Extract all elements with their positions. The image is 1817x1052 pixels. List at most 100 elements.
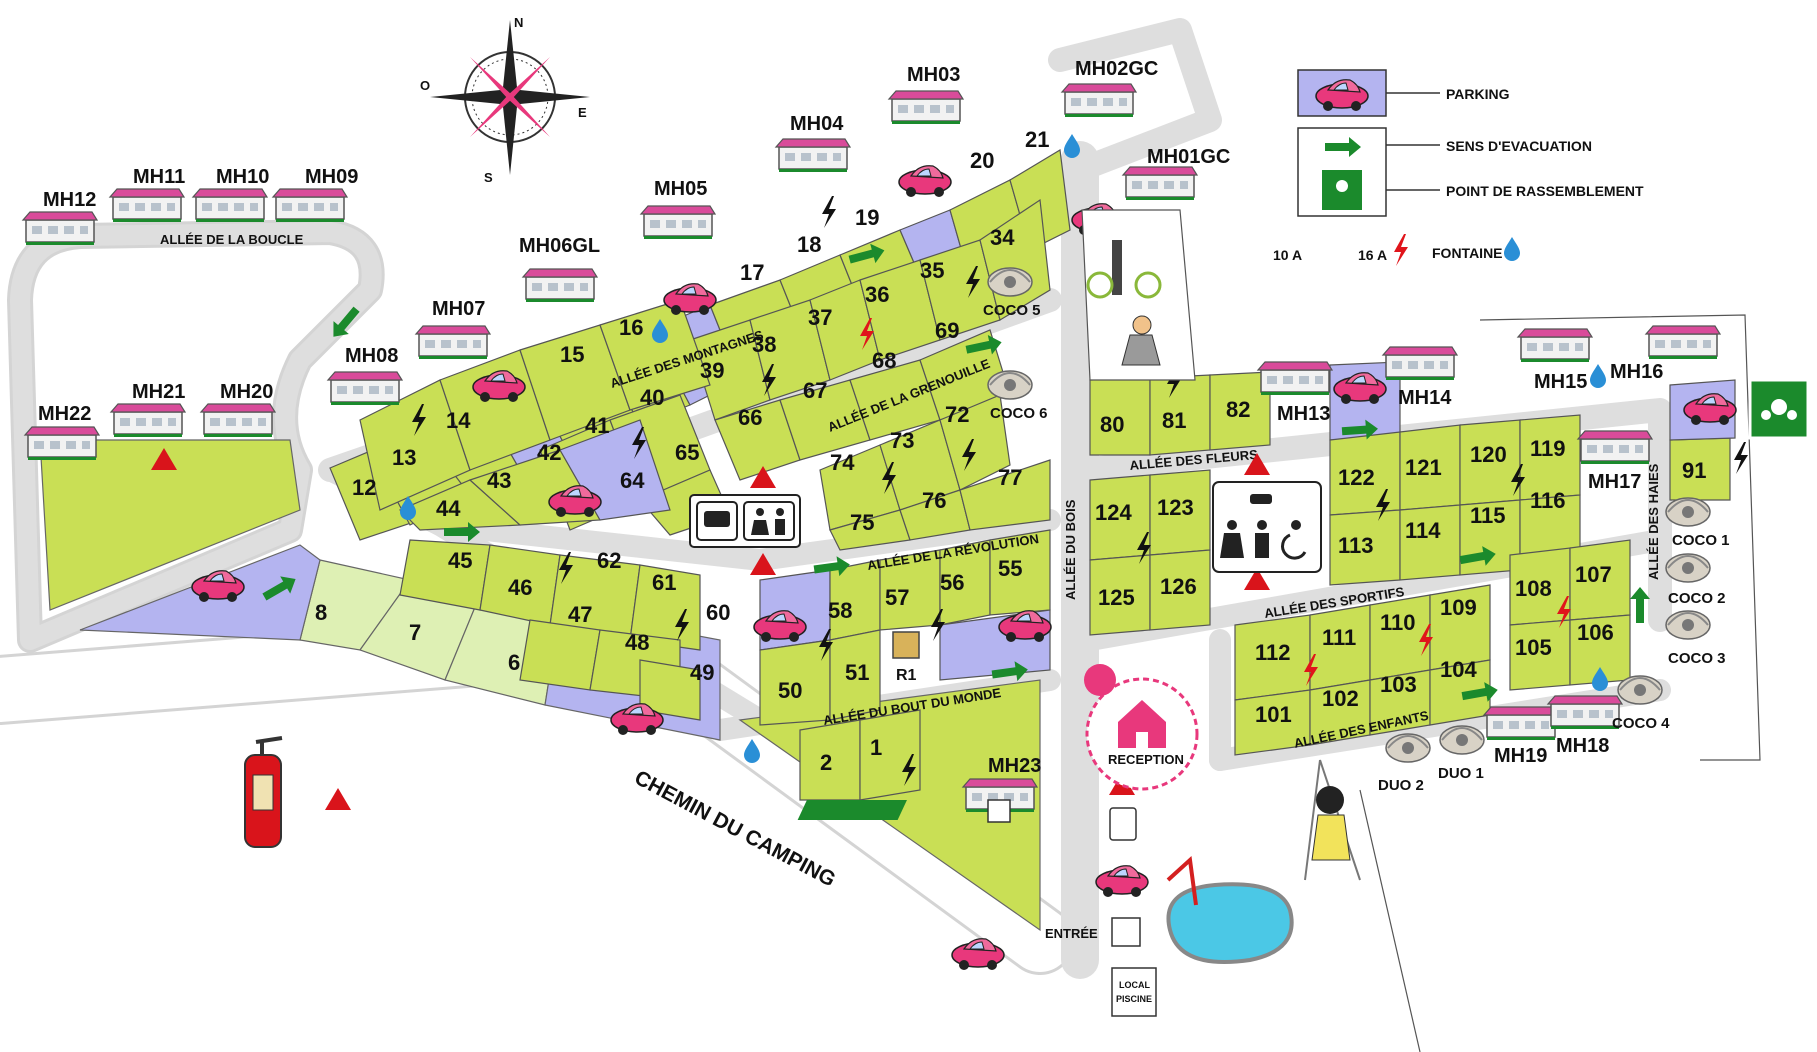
coco2-label: COCO 2 xyxy=(1668,590,1726,607)
coco-pod-icon xyxy=(1665,497,1711,527)
mh16-label: MH16 xyxy=(1610,361,1663,383)
mobile-home-icon xyxy=(888,90,964,125)
plot-42: 42 xyxy=(537,440,561,465)
plot-123: 123 xyxy=(1157,495,1194,520)
plot-1: 1 xyxy=(870,735,882,760)
plot-40: 40 xyxy=(640,385,664,410)
plot-21: 21 xyxy=(1025,127,1049,152)
entree-label: ENTRÉE xyxy=(1045,926,1098,941)
coco4-label: COCO 4 xyxy=(1612,715,1670,732)
mh05-label: MH05 xyxy=(654,178,707,200)
road-label-bois: ALLÉE DU BOIS xyxy=(1063,499,1078,600)
plot-112: 112 xyxy=(1255,640,1291,665)
plot-113: 113 xyxy=(1338,533,1374,558)
plot-110: 110 xyxy=(1380,610,1416,635)
car-icon xyxy=(898,164,952,198)
plot-12: 12 xyxy=(352,475,376,500)
plot-58: 58 xyxy=(828,598,852,623)
mh12-label: MH12 xyxy=(43,189,96,211)
reception-building: RECEPTION xyxy=(1084,664,1199,791)
coco3-label: COCO 3 xyxy=(1668,650,1726,667)
legend-parking-label: PARKING xyxy=(1446,86,1510,102)
compass-n: N xyxy=(514,15,523,30)
mobile-home-icon xyxy=(200,403,276,438)
mobile-home-icon xyxy=(272,188,348,223)
mobile-home-icon xyxy=(522,268,598,303)
plot-103: 103 xyxy=(1380,672,1417,697)
fitness-area xyxy=(1081,209,1196,381)
mh11-label: MH11 xyxy=(133,166,185,188)
plot-126: 126 xyxy=(1160,574,1197,599)
plot-115: 115 xyxy=(1470,503,1506,528)
plot-18: 18 xyxy=(797,232,821,257)
mh19-label: MH19 xyxy=(1494,745,1547,767)
mobile-home-icon xyxy=(110,403,186,438)
entrance-area: ENTRÉE LOCAL PISCINE xyxy=(1045,807,1157,1017)
coco-pod-icon xyxy=(1665,610,1711,640)
legend-evacuation-icon xyxy=(1325,137,1361,157)
car-icon xyxy=(663,282,717,316)
mobile-home-icon xyxy=(109,188,185,223)
coco-labels: COCO 5 COCO 6 COCO 1 COCO 2 COCO 3 COCO … xyxy=(983,302,1730,794)
warning-triangle-icon xyxy=(325,788,351,810)
mh17-label: MH17 xyxy=(1588,471,1641,493)
coco-pod-icon xyxy=(1385,733,1431,763)
road-label-haies: ALLÉE DES HAIES xyxy=(1646,463,1661,580)
compass-s: S xyxy=(484,170,493,185)
mobile-home-icon xyxy=(1645,325,1721,360)
plot-34: 34 xyxy=(990,225,1015,250)
r1-building: R1 xyxy=(892,631,920,684)
plot-116: 116 xyxy=(1530,488,1566,513)
mobile-home-icon xyxy=(1517,328,1593,363)
legend-fountain-icon xyxy=(1504,237,1520,261)
legend: PARKING SENS D'EVACUATION POINT DE RASSE… xyxy=(1273,69,1644,263)
10a-bolt-icon xyxy=(1734,442,1748,474)
plot-2: 2 xyxy=(820,750,832,775)
plot-76: 76 xyxy=(922,488,946,513)
plot-77: 77 xyxy=(998,465,1022,490)
compass-e: E xyxy=(578,105,587,120)
plot-38: 38 xyxy=(752,332,776,357)
evacuation-arrow-icon xyxy=(1630,587,1650,623)
plot-16: 16 xyxy=(619,315,643,340)
plot-69: 69 xyxy=(935,318,959,343)
plot-15: 15 xyxy=(560,342,584,367)
plot-120: 120 xyxy=(1470,442,1507,467)
plot-81: 81 xyxy=(1162,408,1186,433)
mobile-home-icon xyxy=(1547,695,1623,730)
mh22-label: MH22 xyxy=(38,403,91,425)
plot-114: 114 xyxy=(1405,518,1441,543)
mobile-home-icon xyxy=(192,188,268,223)
sanitary-block-left xyxy=(689,494,801,548)
assembly-point-sign xyxy=(1748,378,1810,440)
mobile-home-icon xyxy=(327,371,403,406)
mobile-home-labels: MH12 MH11 MH10 MH09 MH22 MH21 MH20 MH08 … xyxy=(38,58,1663,777)
plot-36: 36 xyxy=(865,282,889,307)
fire-extinguisher xyxy=(244,736,283,848)
plot-19: 19 xyxy=(855,205,879,230)
plot-8: 8 xyxy=(315,600,327,625)
plot-111: 111 xyxy=(1322,625,1356,650)
plot-61: 61 xyxy=(652,570,676,595)
plot-108: 108 xyxy=(1515,576,1552,601)
plot-51: 51 xyxy=(845,660,869,685)
playground xyxy=(1304,759,1361,881)
mobile-home-icon xyxy=(1122,166,1198,201)
plots xyxy=(329,149,1736,801)
mobile-home-icon xyxy=(22,211,98,246)
mh20-label: MH20 xyxy=(220,381,273,403)
coco-pod-icon xyxy=(1617,675,1663,705)
legend-10a-label: 10 A xyxy=(1273,247,1302,263)
mobile-home-icon xyxy=(640,205,716,240)
plot-109: 109 xyxy=(1440,595,1477,620)
mh18-label: MH18 xyxy=(1556,735,1609,757)
mh13-label: MH13 xyxy=(1277,403,1330,425)
mh08-label: MH08 xyxy=(345,345,398,367)
coco-pod-icon xyxy=(1665,553,1711,583)
plot-47: 47 xyxy=(568,602,592,627)
plot-43: 43 xyxy=(487,468,511,493)
legend-16a-bolt-icon xyxy=(1394,234,1408,266)
coco1-label: COCO 1 xyxy=(1672,532,1730,549)
mobile-home-icon xyxy=(775,138,851,173)
